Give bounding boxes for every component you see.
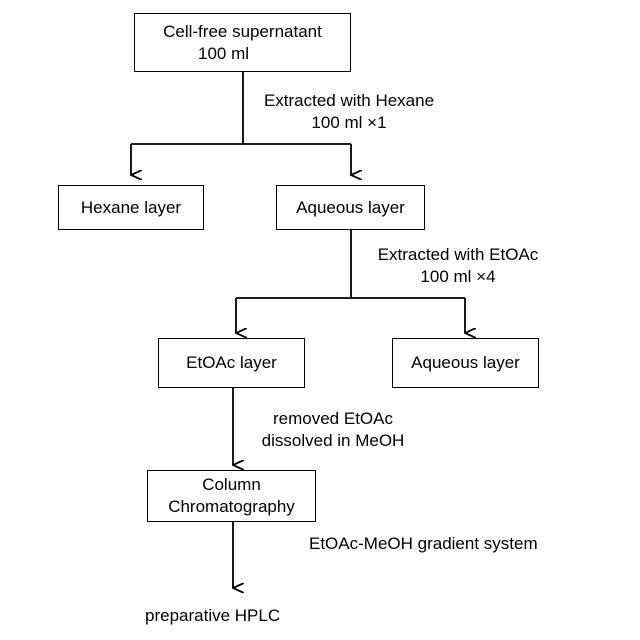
- supernatant-volume: 100 ml: [198, 43, 249, 65]
- etoac-extraction-label: Extracted with EtOAc 100 ml ×4: [360, 244, 556, 288]
- hexane-layer-box: Hexane layer: [58, 185, 204, 230]
- supernatant-label: Cell-free supernatant: [163, 21, 322, 43]
- supernatant-box: Cell-free supernatant 100 ml: [134, 13, 351, 72]
- aqueous-layer-box-2: Aqueous layer: [392, 338, 539, 388]
- gradient-system-label: EtOAc-MeOH gradient system: [309, 533, 538, 555]
- aqueous-layer-box-1: Aqueous layer: [276, 185, 425, 230]
- hexane-extraction-label: Extracted with Hexane 100 ml ×1: [249, 90, 449, 134]
- etoac-layer-box: EtOAc layer: [158, 338, 305, 388]
- preparative-hplc-label: preparative HPLC: [145, 605, 280, 627]
- column-chromatography-box: Column Chromatography: [147, 470, 316, 522]
- removed-etoac-label: removed EtOAc dissolved in MeOH: [242, 408, 424, 452]
